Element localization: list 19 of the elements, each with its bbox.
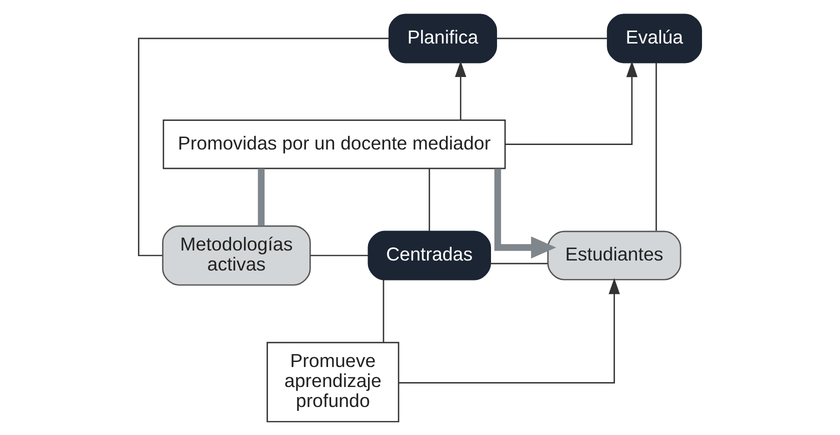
connector [382, 279, 384, 342]
connector [310, 254, 368, 256]
arrow [505, 60, 638, 144]
node-box: Centradas [368, 230, 491, 280]
connector [258, 168, 265, 226]
connector [138, 37, 390, 256]
arrow [398, 278, 620, 383]
connector [496, 37, 608, 39]
node-box: Planifica [388, 13, 498, 63]
arrow [494, 168, 556, 258]
node-box: Promueve aprendizaje profundo [266, 341, 400, 422]
connector [656, 62, 657, 230]
node-box: Promovidas por un docente mediador [162, 119, 506, 169]
connector [490, 262, 548, 264]
connector [428, 168, 430, 231]
arrow [455, 60, 466, 120]
node-box: Metodologías activas [162, 224, 311, 286]
node-box: Evalúa [606, 13, 702, 63]
node-box: Estudiantes [547, 230, 682, 280]
